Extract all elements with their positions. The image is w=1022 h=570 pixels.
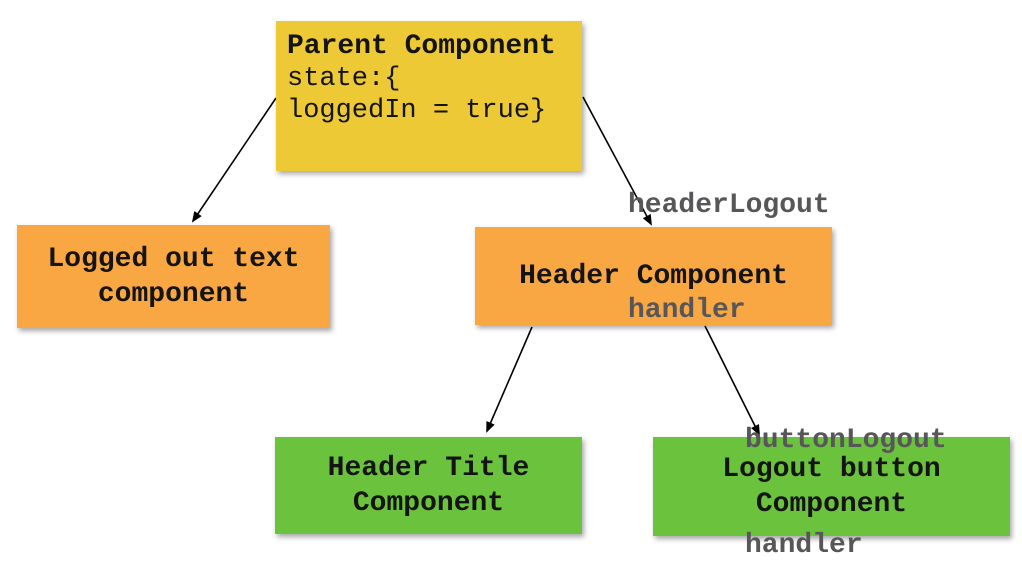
logged-out-text-component-node: Logged out text component	[17, 225, 330, 328]
button-logout-handler-edge-label: buttonLogout handler	[745, 353, 947, 570]
header-logout-handler-line-1: headerLogout	[628, 190, 830, 221]
parent-state-code-line-1: state:{	[287, 64, 401, 94]
parent-component-node: Parent Component state:{ loggedIn = true…	[276, 21, 582, 171]
parent-component-title: Parent Component	[287, 31, 556, 62]
header-title-component-node: Header Title Component	[275, 437, 582, 534]
arrow-parent-to-logged-out	[191, 97, 277, 223]
header-title-label-line-1: Header Title	[327, 452, 530, 484]
header-logout-handler-line-2: handler	[628, 295, 746, 326]
button-logout-handler-line-1: buttonLogout	[745, 425, 947, 456]
header-title-label-line-2: Component	[352, 487, 505, 519]
header-component-node: Header Component	[475, 227, 832, 325]
header-component-label: Header Component	[519, 260, 788, 292]
button-logout-handler-line-2: handler	[745, 530, 863, 561]
parent-state-code-line-2: loggedIn = true}	[287, 96, 547, 126]
logged-out-text-label-line-1: Logged out text	[47, 243, 300, 275]
logout-button-component-node: Logout button Component	[653, 437, 1010, 536]
logout-button-label-line-1: Logout button	[722, 453, 941, 485]
logout-button-label-line-2: Component	[755, 488, 908, 520]
header-logout-handler-edge-label: headerLogout handler	[628, 118, 830, 398]
logged-out-text-label-line-2: component	[97, 278, 250, 310]
arrow-header-to-header-title	[486, 326, 533, 433]
